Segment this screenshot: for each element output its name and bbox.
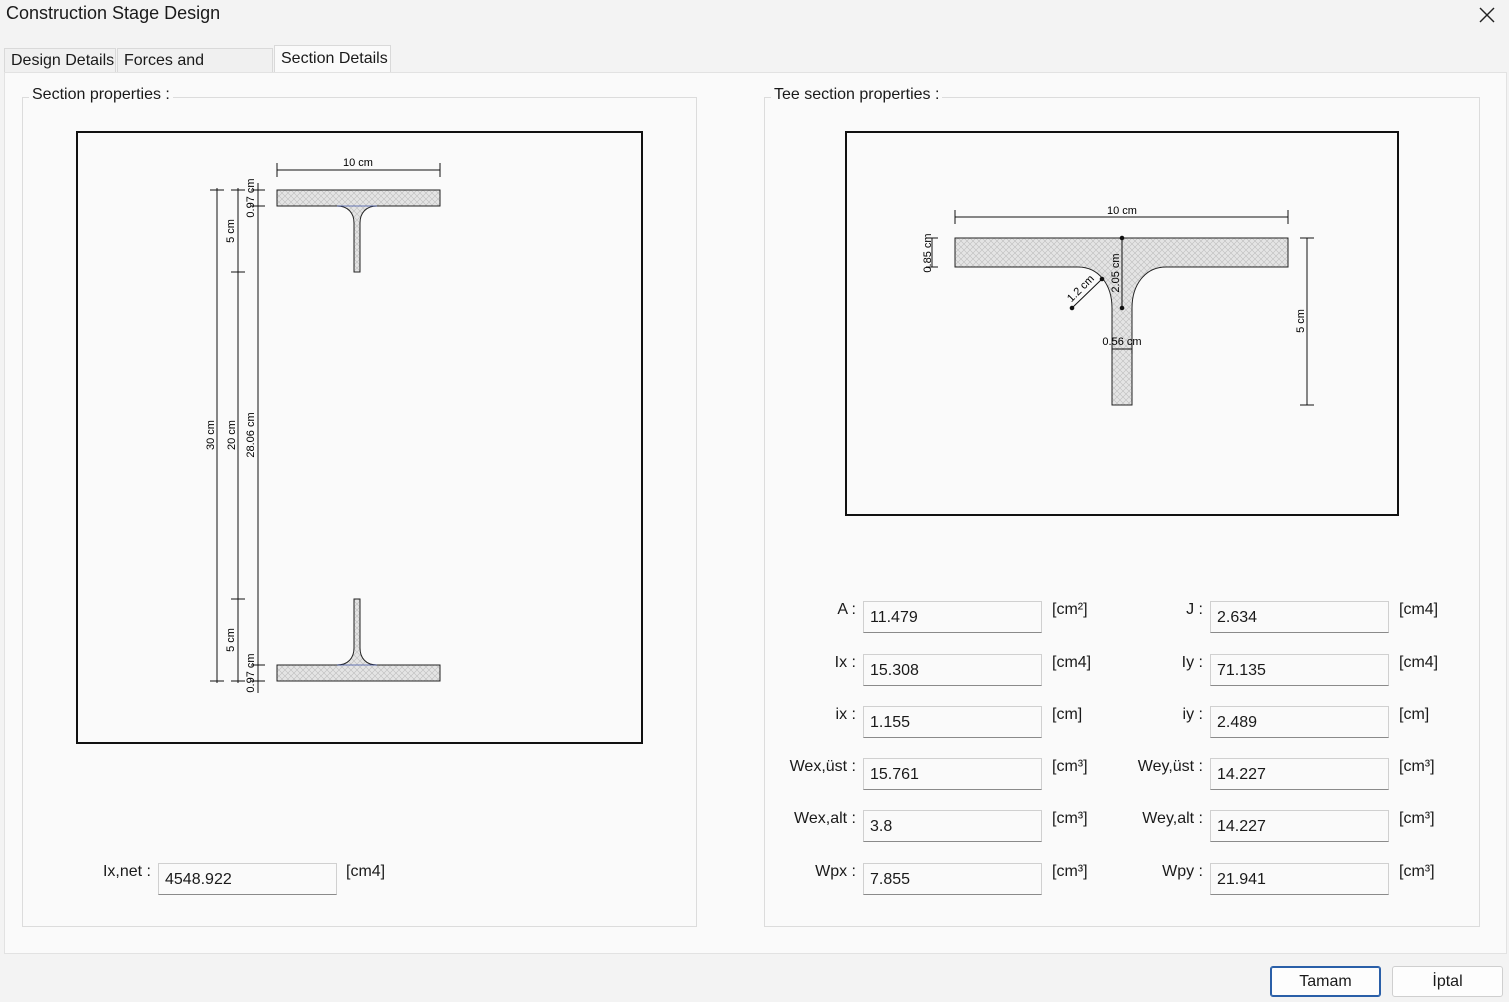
prop-wey-alt-field[interactable]: 14.227 (1210, 810, 1389, 842)
prop-label-2: Wey,üst : (1137, 758, 1203, 775)
prop-unit: [cm] (1052, 706, 1083, 723)
web-top-dimension (1119, 235, 1125, 311)
i-section-svg: 10 cm 30 cm 20 cm 28.06 cm 5 cm 5 cm (205, 157, 441, 693)
ok-button[interactable]: Tamam (1270, 966, 1381, 997)
flange-thickness-dimension (926, 237, 938, 268)
depth-label: 5 cm (1295, 309, 1307, 333)
width-dim-label: 10 cm (343, 157, 373, 169)
web-thickness-label: 0.56 cm (1102, 336, 1141, 348)
flange-thickness-label: 0.85 cm (922, 233, 934, 272)
vertical-dimensions (210, 183, 265, 693)
prop-j-field[interactable]: 2.634 (1210, 601, 1389, 633)
tee-depth-top-label: 5 cm (225, 219, 237, 243)
prop-wex-ust-field[interactable]: 15.761 (863, 758, 1042, 790)
prop-label-2: Iy : (1181, 654, 1203, 671)
tee-width-dimension (954, 210, 1289, 224)
prop-wey-ust-field[interactable]: 14.227 (1210, 758, 1389, 790)
prop-label: Ix : (834, 654, 856, 671)
flange-dim-top-label: 0.97 cm (245, 178, 257, 217)
prop-iy-field[interactable]: 71.135 (1210, 654, 1389, 686)
prop-label: Wex,alt : (794, 810, 856, 827)
prop-label-2: J : (1186, 601, 1203, 618)
flange-dim-bottom-label: 0.97 cm (245, 653, 257, 692)
tee-depth-bottom-label: 5 cm (225, 628, 237, 652)
ixnet-unit: [cm4] (346, 863, 386, 880)
prop-label: Wpx : (815, 863, 856, 880)
prop-unit: [cm4] (1052, 654, 1092, 671)
root-radius-dimension (1069, 276, 1105, 311)
web-thickness-dimension (1111, 344, 1133, 354)
prop-unit-2: [cm³] (1399, 810, 1435, 827)
prop-unit: [cm²] (1052, 601, 1088, 618)
inner-height-label: 28.06 cm (245, 412, 257, 457)
prop-unit: [cm³] (1052, 758, 1088, 775)
ixnet-label: Ix,net : (102, 863, 151, 880)
width-dimension (276, 163, 441, 177)
section-details-page: Section properties : (4, 72, 1507, 954)
tee-drawing: 10 cm 0.85 cm 2.05 cm (845, 131, 1399, 516)
total-height-label: 30 cm (205, 420, 217, 450)
prop-label-2: iy : (1182, 706, 1203, 723)
web-top-label: 2.05 cm (1110, 253, 1122, 292)
prop-unit-2: [cm³] (1399, 863, 1435, 880)
close-icon (1479, 7, 1495, 23)
prop-a-field[interactable]: 11.479 (863, 601, 1042, 633)
prop-unit: [cm³] (1052, 810, 1088, 827)
prop-unit-2: [cm4] (1399, 601, 1439, 618)
tee-width-label: 10 cm (1107, 205, 1137, 217)
tee-section-properties-group: Tee section properties : (764, 86, 1480, 927)
depth-dimension (1300, 237, 1314, 406)
prop-wex-alt-field[interactable]: 3.8 (863, 810, 1042, 842)
prop-ix-radius-field[interactable]: 1.155 (863, 706, 1042, 738)
section-properties-legend: Section properties : (29, 86, 173, 104)
prop-label-2: Wey,alt : (1142, 810, 1203, 827)
bottom-tee-shape (276, 598, 441, 682)
web-height-label: 20 cm (226, 420, 238, 450)
prop-unit-2: [cm³] (1399, 758, 1435, 775)
section-properties-group: Section properties : (22, 86, 697, 927)
close-button[interactable] (1465, 0, 1509, 30)
tee-section-svg: 10 cm 0.85 cm 2.05 cm (922, 205, 1314, 406)
prop-label: ix : (835, 706, 856, 723)
prop-wpx-field[interactable]: 7.855 (863, 863, 1042, 895)
ixnet-field[interactable]: 4548.922 (158, 863, 337, 895)
window-title: Construction Stage Design (6, 3, 221, 23)
prop-unit-2: [cm] (1399, 706, 1430, 723)
tab-section-details[interactable]: Section Details (274, 45, 391, 74)
prop-label: Wex,üst : (789, 758, 856, 775)
prop-unit-2: [cm4] (1399, 654, 1439, 671)
tee-shape (954, 237, 1289, 406)
tab-forces-and-moments[interactable]: Forces and Moments (117, 48, 273, 87)
top-tee-shape (276, 189, 441, 273)
tee-section-properties-legend: Tee section properties : (771, 86, 943, 104)
prop-wpy-field[interactable]: 21.941 (1210, 863, 1389, 895)
cancel-button[interactable]: İptal (1392, 966, 1503, 997)
prop-unit: [cm³] (1052, 863, 1088, 880)
prop-label-2: Wpy : (1162, 863, 1203, 880)
prop-ix-field[interactable]: 15.308 (863, 654, 1042, 686)
prop-label: A : (837, 601, 856, 618)
title-bar: Construction Stage Design (0, 0, 1509, 34)
prop-iy-radius-field[interactable]: 2.489 (1210, 706, 1389, 738)
section-drawing: 10 cm 30 cm 20 cm 28.06 cm 5 cm 5 cm (76, 131, 643, 744)
tab-design-details[interactable]: Design Details (4, 48, 116, 74)
